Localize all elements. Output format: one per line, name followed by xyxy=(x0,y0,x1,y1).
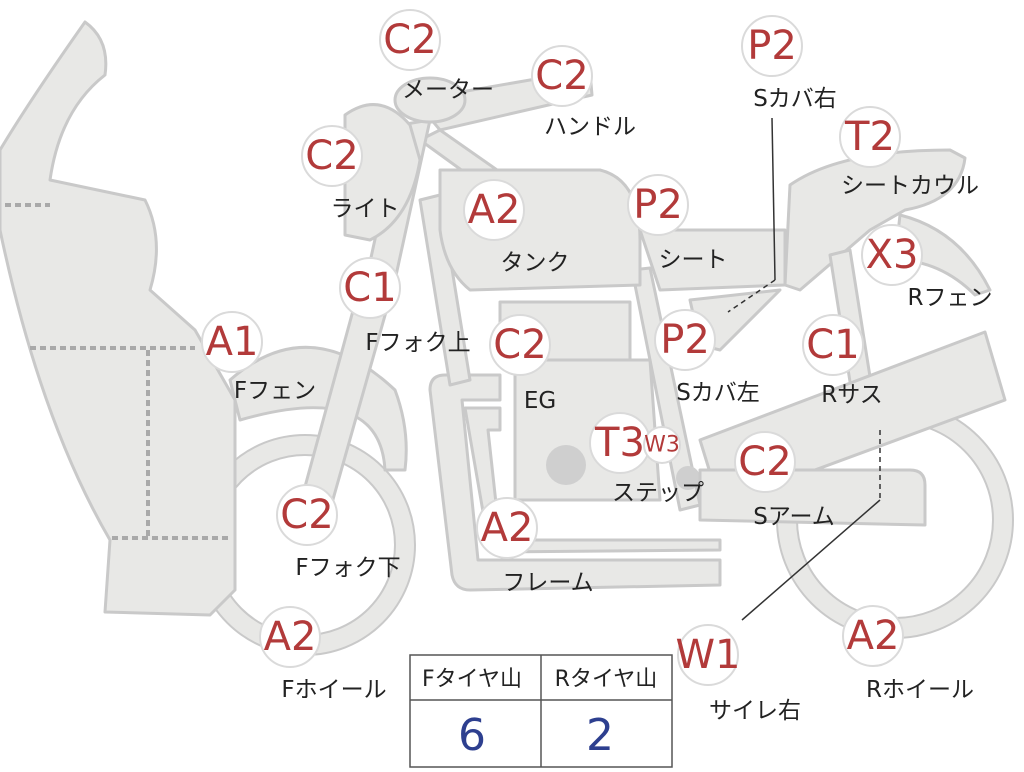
front-wheel-grade-circle xyxy=(259,606,321,668)
side-cover-left-grade-circle xyxy=(654,309,716,371)
fork-upper-label: Fフォク上 xyxy=(365,330,470,356)
frame-marker: A2 フレーム xyxy=(476,497,594,596)
rear-fender-grade: X3 xyxy=(866,232,919,278)
front-tire-header: Fタイヤ山 xyxy=(422,667,522,692)
rear-tire-header: Rタイヤ山 xyxy=(555,667,658,692)
step-grade: T3 xyxy=(594,420,645,466)
swing-arm-label: Sアーム xyxy=(753,504,835,530)
side-cover-left-label: Sカバ左 xyxy=(676,380,760,406)
rear-fender-grade-circle xyxy=(861,224,923,286)
muffler-right-grade: W1 xyxy=(676,632,741,678)
swing-arm-grade-circle xyxy=(734,431,796,493)
fairing-shape xyxy=(0,20,237,617)
front-tire-value: 6 xyxy=(458,710,486,761)
rear-wheel-grade: A2 xyxy=(847,613,900,659)
engine-grade: C2 xyxy=(493,322,546,368)
tank-marker: A2 タンク xyxy=(463,179,570,276)
leader-lines xyxy=(727,117,881,621)
step-extra-grade: W3 xyxy=(644,433,680,458)
light-marker: C2 ライト xyxy=(301,125,400,222)
light-grade: C2 xyxy=(305,133,358,179)
frame-label: フレーム xyxy=(502,570,593,596)
meter-grade-circle xyxy=(379,9,441,71)
front-fender-grade-circle xyxy=(201,311,263,373)
seat-grade: P2 xyxy=(633,182,683,228)
swing-arm-grade: C2 xyxy=(738,439,791,485)
meter-marker: C2 メーター xyxy=(379,9,494,103)
tire-table: Fタイヤ山 Rタイヤ山 6 2 xyxy=(409,654,673,768)
seat-grade-circle xyxy=(627,174,689,236)
tank-label: タンク xyxy=(501,250,570,276)
tank-grade-circle xyxy=(463,179,525,241)
front-wheel-label: Fホイール xyxy=(281,677,386,703)
step-label: ステップ xyxy=(612,480,704,506)
seat-cowl-marker: T2 シートカウル xyxy=(839,106,979,199)
frame-shape xyxy=(428,373,722,592)
engine-label: EG xyxy=(524,388,556,414)
light-shape xyxy=(343,103,422,242)
fork-lower-grade-circle xyxy=(276,484,338,546)
front-wheel-grade: A2 xyxy=(264,614,317,660)
handle-label: ハンドル xyxy=(544,114,636,140)
rear-wheel-label: Rホイール xyxy=(866,677,974,703)
rear-suspension-grade-circle xyxy=(802,314,864,376)
rear-fender-label: Rフェン xyxy=(908,285,993,311)
side-cover-left-grade: P2 xyxy=(660,317,710,363)
tank-grade: A2 xyxy=(468,187,521,233)
meter-label: メーター xyxy=(402,77,494,103)
fork-lower-label: Fフォク下 xyxy=(295,555,400,581)
rear-tire-value: 2 xyxy=(586,710,614,761)
muffler-right-marker: W1 サイレ右 xyxy=(676,624,801,724)
step-extra-grade-circle xyxy=(643,426,681,464)
side-cover-right-grade-circle xyxy=(741,15,803,77)
rear-wheel-grade-circle xyxy=(842,605,904,667)
handle-grade-circle xyxy=(531,45,593,107)
seat-marker: P2 シート xyxy=(627,174,728,273)
meter-shape xyxy=(393,76,467,124)
seat-cowl-grade: T2 xyxy=(844,114,895,160)
seat-cowl-grade-circle xyxy=(839,106,901,168)
frame-grade-circle xyxy=(476,497,538,559)
meter-grade: C2 xyxy=(383,17,436,63)
front-fender-label: Fフェン xyxy=(234,378,316,404)
muffler-right-grade-circle xyxy=(677,624,739,686)
muffler-right-label: サイレ右 xyxy=(709,698,801,724)
side-cover-right-grade: P2 xyxy=(747,23,797,69)
frame-grade: A2 xyxy=(481,505,534,551)
light-label: ライト xyxy=(331,196,400,222)
rear-suspension-label: Rサス xyxy=(821,382,883,408)
rear-suspension-grade: C1 xyxy=(806,322,859,368)
handle-marker: C2 ハンドル xyxy=(531,45,636,140)
fork-lower-grade: C2 xyxy=(280,492,333,538)
light-grade-circle xyxy=(301,125,363,187)
fork-upper-grade-circle xyxy=(339,257,401,319)
handle-grade: C2 xyxy=(535,53,588,99)
seat-label: シート xyxy=(659,247,728,273)
side-cover-right-label: Sカバ右 xyxy=(753,86,837,112)
fork-upper-grade: C1 xyxy=(343,265,396,311)
seat-cowl-label: シートカウル xyxy=(841,173,979,199)
front-fender-grade: A1 xyxy=(206,319,259,365)
engine-grade-circle xyxy=(489,314,551,376)
